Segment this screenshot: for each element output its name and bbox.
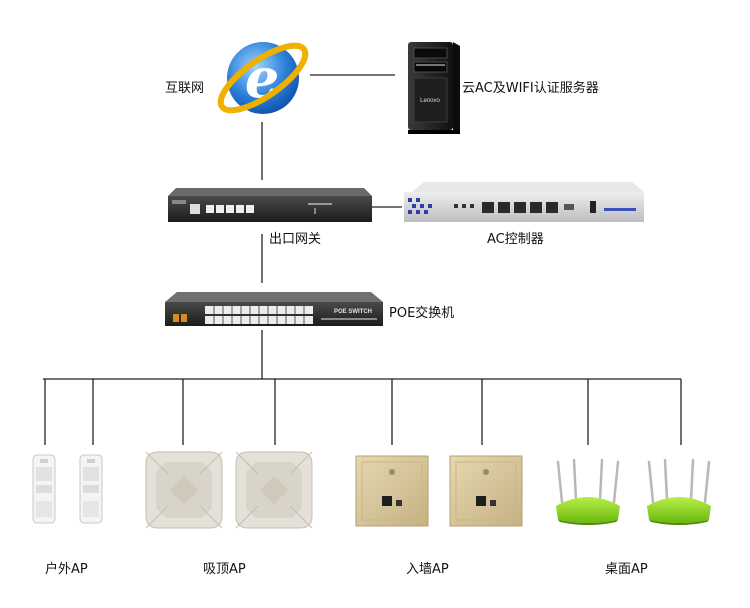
server-brand-text: Lenovo bbox=[420, 98, 440, 104]
label-wall-ap: 入墙AP bbox=[406, 562, 449, 577]
label-poe-switch: POE交换机 bbox=[389, 306, 455, 321]
poe-switch-icon: POE SWITCH bbox=[165, 292, 383, 326]
label-desktop-ap: 桌面AP bbox=[605, 562, 648, 577]
label-outdoor-ap: 户外AP bbox=[45, 562, 88, 577]
outdoor-ap-1-icon bbox=[32, 454, 56, 524]
label-ceiling-ap: 吸顶AP bbox=[203, 562, 246, 577]
label-internet: 互联网 bbox=[165, 81, 205, 96]
label-ac-controller: AC控制器 bbox=[487, 232, 544, 247]
ac-controller-icon bbox=[404, 182, 644, 222]
desktop-ap-1-icon bbox=[556, 458, 620, 525]
ap-drop-lines bbox=[44, 379, 682, 445]
wall-ap-2-icon bbox=[449, 455, 523, 527]
label-cloud-server: 云AC及WIFI认证服务器 bbox=[462, 81, 599, 96]
wall-ap-1-icon bbox=[355, 455, 429, 527]
switch-brand-text: POE SWITCH bbox=[334, 309, 372, 315]
rack-router-icon bbox=[168, 188, 372, 222]
connection-lines bbox=[43, 74, 682, 445]
tower-server-icon: Lenovo bbox=[408, 42, 460, 134]
desktop-ap-2-icon bbox=[647, 458, 711, 525]
internet-explorer-icon: e bbox=[217, 42, 309, 114]
label-gateway: 出口网关 bbox=[269, 232, 322, 247]
ceiling-ap-1-icon bbox=[145, 451, 223, 529]
outdoor-ap-2-icon bbox=[79, 454, 103, 524]
ceiling-ap-2-icon bbox=[235, 451, 313, 529]
